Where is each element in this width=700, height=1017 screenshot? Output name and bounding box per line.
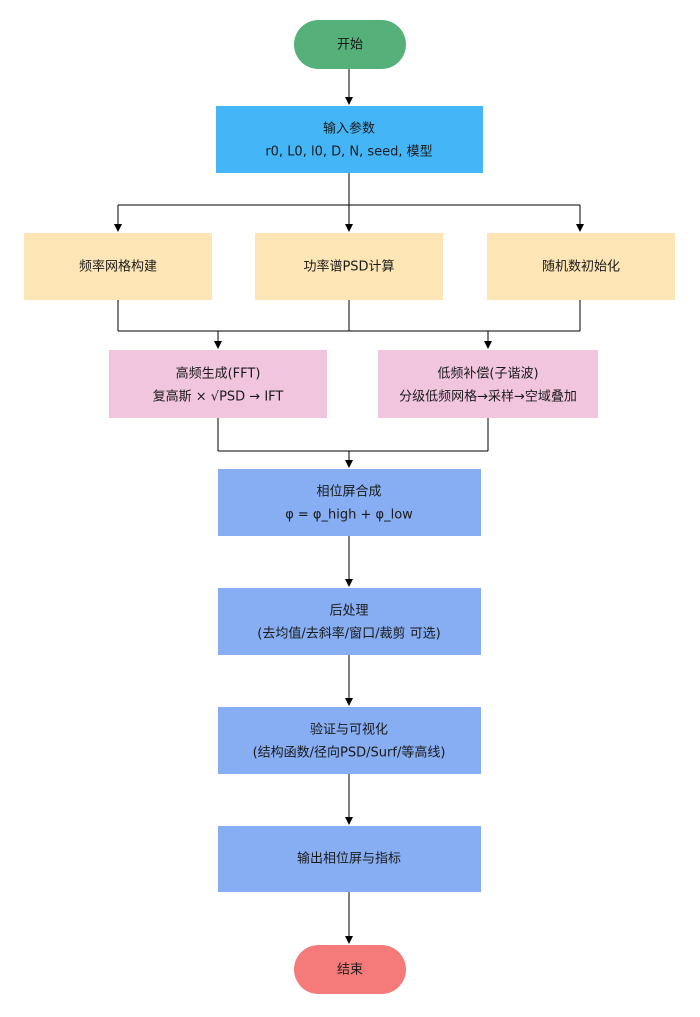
postprocess-node: 后处理 (去均值/去斜率/窗口/裁剪 可选) (218, 588, 481, 655)
combine-formula: φ = φ_high + φ_low (285, 508, 413, 523)
connectors (114, 69, 584, 944)
combine-node: 相位屏合成 φ = φ_high + φ_low (218, 469, 481, 536)
input-shape (216, 106, 483, 173)
postprocess-shape (218, 588, 481, 655)
end-shape (294, 945, 406, 994)
combine-shape (218, 469, 481, 536)
random-init-node: 随机数初始化 (487, 233, 675, 300)
low-freq-shape (378, 350, 598, 418)
verify-node: 验证与可视化 (结构函数/径向PSD/Surf/等高线) (218, 707, 481, 774)
start-node: 开始 (294, 20, 406, 69)
verify-detail: (结构函数/径向PSD/Surf/等高线) (253, 745, 446, 761)
high-freq-title: 高频生成(FFT) (176, 366, 261, 382)
low-freq-title: 低频补偿(子谐波) (437, 367, 538, 382)
postprocess-detail: (去均值/去斜率/窗口/裁剪 可选) (257, 626, 440, 642)
output-label: 输出相位屏与指标 (297, 851, 401, 867)
output-node: 输出相位屏与指标 (218, 826, 481, 892)
branch-input-to-parallel (118, 173, 580, 206)
freq-grid-node: 频率网格构建 (24, 233, 212, 300)
psd-label: 功率谱PSD计算 (303, 259, 394, 275)
freq-grid-label: 频率网格构建 (79, 259, 157, 275)
input-title: 输入参数 (323, 121, 375, 137)
psd-node: 功率谱PSD计算 (255, 233, 443, 300)
input-params: r0, L0, l0, D, N, seed, 模型 (265, 145, 432, 160)
high-freq-shape (109, 350, 327, 418)
verify-title: 验证与可视化 (310, 722, 388, 738)
high-freq-detail: 复高斯 × √PSD → IFT (153, 389, 284, 405)
low-freq-detail: 分级低频网格→采样→空域叠加 (399, 389, 577, 405)
end-label: 结束 (337, 963, 363, 978)
high-freq-node: 高频生成(FFT) 复高斯 × √PSD → IFT (109, 350, 327, 418)
postprocess-title: 后处理 (329, 604, 368, 619)
output-shape (218, 826, 481, 892)
end-node: 结束 (294, 945, 406, 994)
random-init-shape (487, 233, 675, 300)
random-init-label: 随机数初始化 (542, 260, 620, 275)
input-node: 输入参数 r0, L0, l0, D, N, seed, 模型 (216, 106, 483, 173)
start-shape (294, 20, 406, 69)
verify-shape (218, 707, 481, 774)
merge-freq (217, 418, 489, 452)
start-label: 开始 (337, 38, 363, 53)
psd-shape (255, 233, 443, 300)
merge-parallel (117, 300, 581, 332)
combine-title: 相位屏合成 (316, 485, 381, 500)
freq-grid-shape (24, 233, 212, 300)
low-freq-node: 低频补偿(子谐波) 分级低频网格→采样→空域叠加 (378, 350, 598, 418)
